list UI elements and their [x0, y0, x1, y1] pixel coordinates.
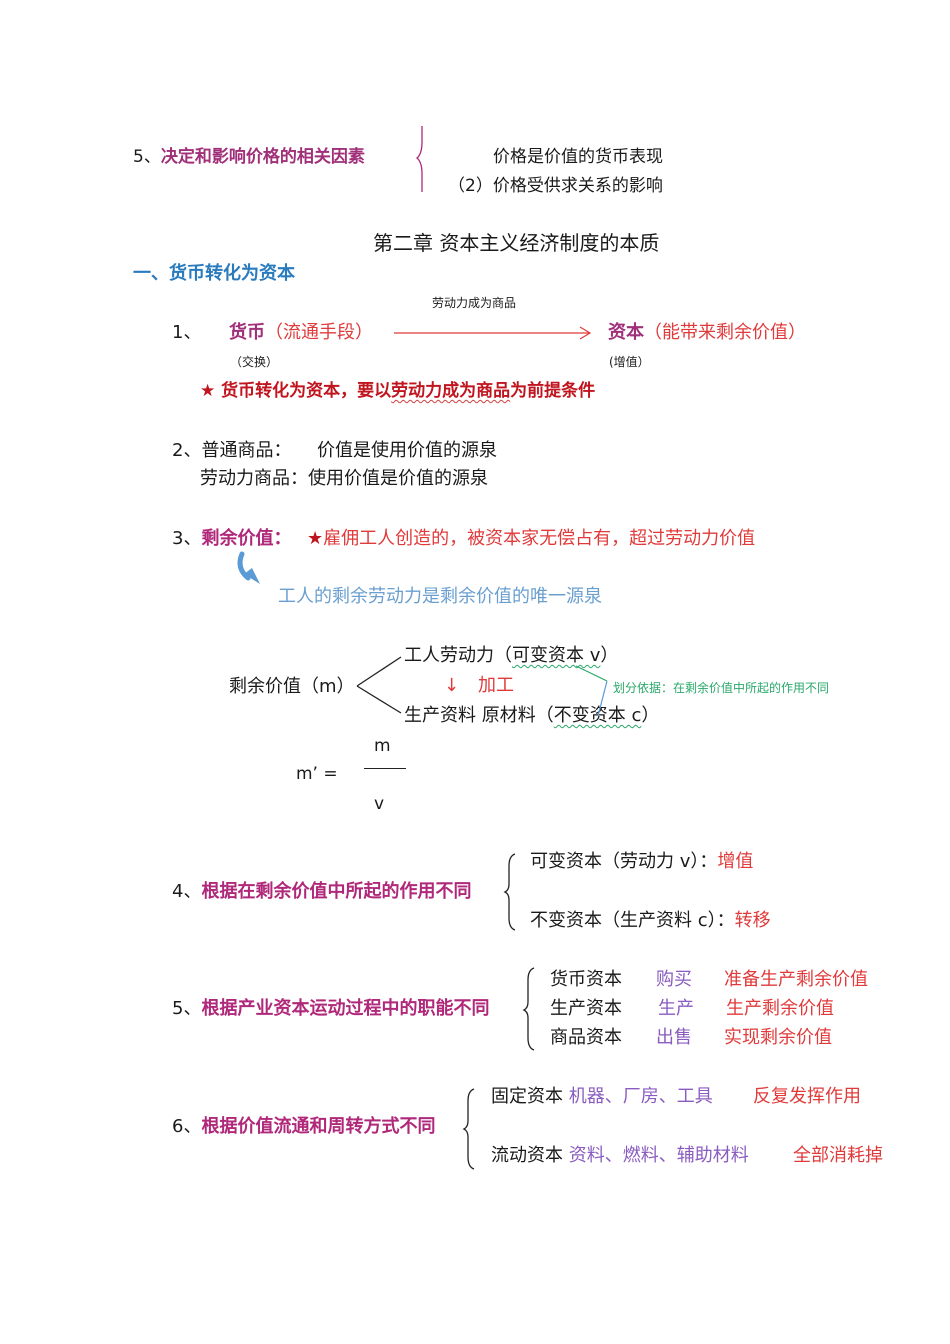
circulating-capital-row: 流动资本 资料、燃料、辅助材料 — [491, 1145, 749, 1167]
down-arrow-icon: ↓ — [444, 675, 460, 696]
branch-lines — [356, 656, 402, 714]
section-heading: 一、货币转化为资本 — [133, 263, 295, 284]
arrow-right-icon — [394, 326, 592, 340]
definition-label: 剩余价值： — [201, 528, 292, 549]
division-basis-annotation: 划分依据：在剩余价值中所起的作用不同 — [613, 681, 830, 695]
surplus-source: 工人的剩余劳动力是剩余价值的唯一源泉 — [278, 586, 602, 607]
point-number: 2、 — [172, 440, 202, 461]
row-label: 普通商品： — [201, 440, 292, 461]
diagram-branch-variable: 工人劳动力（可变资本 v） — [404, 645, 618, 667]
ordinary-commodity-text: 价值是使用价值的源泉 — [317, 440, 497, 461]
definition-text: ★雇佣工人创造的，被资本家无偿占有，超过劳动力价值 — [307, 528, 755, 550]
money-label: 货币 — [229, 322, 265, 343]
point-number: 4、 — [172, 881, 202, 902]
brace-icon — [462, 1088, 475, 1170]
capital-row-action: 购买 — [656, 969, 692, 990]
capital-row-production: 生产资本 — [550, 998, 622, 1019]
capital-row-action: 生产 — [658, 998, 694, 1019]
capital-desc: （能带来剩余价值） — [644, 322, 806, 343]
capital-row-money: 货币资本 — [550, 969, 622, 990]
labor-commodity-row: 劳动力商品：使用价值是价值的源泉 — [200, 468, 488, 490]
row-text: 不变资本（生产资料 c）： — [530, 910, 735, 931]
circulating-capital-effect: 全部消耗掉 — [793, 1145, 883, 1166]
exchange-note: （交换） — [230, 355, 279, 369]
money-desc: （流通手段） — [265, 322, 373, 343]
capital-row-function: 实现剩余价值 — [724, 1027, 832, 1048]
appreciation-note: (增值） — [609, 355, 650, 369]
diagram-branch-constant: 生产资料 原材料（不变资本 c） — [404, 705, 659, 727]
classification-5-title: 5、根据产业资本运动过程中的职能不同 — [172, 998, 489, 1020]
capital-row-function: 生产剩余价值 — [726, 998, 834, 1019]
branch-prefix: 工人劳动力（ — [404, 645, 512, 666]
capital-examples: 机器、厂房、工具 — [568, 1086, 713, 1107]
capital-row-function: 准备生产剩余价值 — [724, 969, 868, 990]
point-number: 6、 — [172, 1116, 202, 1137]
process-label: 加工 — [478, 675, 514, 696]
row-effect: 转移 — [734, 910, 771, 931]
point-number: 5、 — [172, 998, 202, 1019]
arrow-label: 劳动力成为商品 — [432, 296, 517, 310]
note-highlight: 劳动力成为商品 — [391, 381, 511, 401]
money-term: 货币（流通手段） — [229, 322, 373, 344]
brace-icon — [415, 125, 423, 192]
brace-icon — [522, 967, 535, 1051]
fixed-capital-effect: 反复发挥作用 — [753, 1086, 861, 1107]
surplus-value-definition: 3、剩余价值： — [172, 528, 291, 550]
branch-suffix: ） — [641, 705, 660, 726]
ordinary-commodity-row: 2、普通商品： — [172, 440, 291, 462]
classification-6-title: 6、根据价值流通和周转方式不同 — [172, 1116, 435, 1138]
formula-lhs: m’ = — [296, 764, 338, 784]
row-text: 可变资本（劳动力 v）： — [530, 851, 718, 872]
item-title: 决定和影响价格的相关因素 — [160, 147, 365, 167]
capital-row-action: 出售 — [656, 1027, 692, 1048]
variable-capital: 可变资本 v — [512, 645, 601, 666]
capital-term: 资本（能带来剩余价值） — [608, 322, 806, 344]
item-number: 5、 — [133, 147, 161, 167]
definition-body: 雇佣工人创造的，被资本家无偿占有，超过劳动力价值 — [323, 528, 756, 549]
point-number: 3、 — [172, 528, 202, 549]
formula-denominator: v — [374, 794, 385, 814]
note-prefix: 货币转化为资本，要以 — [221, 381, 392, 401]
fraction-bar — [364, 768, 406, 769]
capital-type: 流动资本 — [491, 1145, 563, 1166]
classification-title: 根据产业资本运动过程中的职能不同 — [201, 998, 490, 1019]
point-number: 1、 — [172, 322, 202, 343]
chapter-title: 第二章 资本主义经济制度的本质 — [373, 231, 660, 255]
star-icon: ★ — [200, 381, 216, 401]
capital-row-commodity: 商品资本 — [550, 1027, 622, 1048]
price-item-1: 价格是价值的货币表现 — [493, 147, 663, 167]
diagram-root: 剩余价值（m） — [229, 676, 355, 697]
fixed-capital-row: 固定资本 机器、厂房、工具 — [491, 1086, 713, 1108]
row-label: 劳动力商品： — [200, 468, 308, 489]
classification-title: 根据在剩余价值中所起的作用不同 — [201, 881, 472, 902]
variable-capital-row: 可变资本（劳动力 v）：增值 — [530, 851, 753, 873]
capital-examples: 资料、燃料、辅助材料 — [568, 1145, 749, 1166]
price-item-2: （2）价格受供求关系的影响 — [448, 176, 663, 196]
classification-4-title: 4、根据在剩余价值中所起的作用不同 — [172, 881, 471, 903]
capital-type: 固定资本 — [491, 1086, 563, 1107]
row-effect: 增值 — [717, 851, 754, 872]
brace-icon — [503, 853, 516, 931]
row-text: 使用价值是价值的源泉 — [308, 468, 488, 489]
note-suffix: 为前提条件 — [510, 381, 596, 401]
annotation-connector — [575, 665, 608, 717]
star-icon: ★ — [307, 528, 324, 549]
premise-note: ★ 货币转化为资本，要以劳动力成为商品为前提条件 — [200, 380, 595, 402]
curved-arrow-icon — [237, 551, 260, 584]
price-factors-heading: 5、决定和影响价格的相关因素 — [133, 146, 365, 168]
constant-capital-row: 不变资本（生产资料 c）：转移 — [530, 910, 771, 932]
capital-label: 资本 — [608, 322, 644, 343]
classification-title: 根据价值流通和周转方式不同 — [201, 1116, 436, 1137]
branch-prefix: 生产资料 原材料（ — [404, 705, 554, 726]
formula-numerator: m — [374, 736, 391, 756]
branch-suffix: ） — [600, 645, 619, 666]
